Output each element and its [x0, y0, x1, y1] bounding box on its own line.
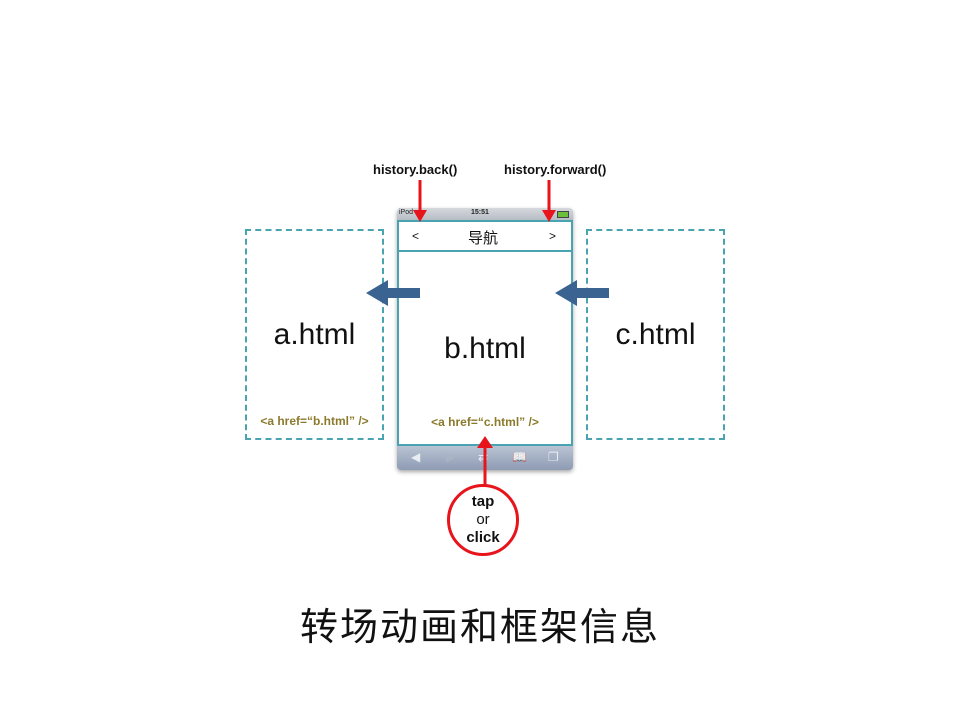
page-a-frame: [245, 229, 384, 440]
status-bar: iPod 15:51: [397, 208, 573, 220]
pages-icon[interactable]: ❐: [548, 450, 559, 464]
status-time: 15:51: [471, 209, 489, 216]
or-label: or: [476, 511, 490, 528]
tap-pointer-arrow: [477, 436, 493, 488]
history-back-label: history.back(): [373, 162, 458, 177]
history-forward-label: history.forward(): [504, 162, 607, 177]
left-arrow-icon: [366, 280, 420, 306]
nav-title: 导航: [468, 230, 499, 247]
back-arrow-icon[interactable]: ◀: [411, 450, 421, 464]
bookmarks-icon[interactable]: 📖: [512, 450, 527, 464]
slide-caption: 转场动画和框架信息: [299, 605, 660, 649]
nav-back-button[interactable]: <: [412, 229, 420, 243]
back-pointer-arrow: [413, 180, 427, 222]
forward-pointer-arrow: [542, 180, 556, 222]
battery-icon: [557, 211, 569, 218]
page-a-link: <a href=“b.html” />: [260, 414, 369, 428]
page-c-frame: [586, 229, 725, 440]
page-a-name: a.html: [273, 318, 356, 351]
tap-label: tap: [471, 493, 495, 510]
page-c-name: c.html: [615, 318, 696, 351]
nav-divider: [399, 250, 571, 252]
left-arrow-icon-right: [555, 280, 609, 306]
tap-or-click-badge: tap or click: [447, 484, 519, 556]
forward-arrow-icon[interactable]: ▶: [446, 450, 456, 464]
click-label: click: [466, 529, 500, 546]
nav-forward-button[interactable]: >: [549, 229, 557, 243]
status-carrier: iPod: [399, 209, 414, 216]
page-b-name: b.html: [444, 332, 526, 365]
page-b-link[interactable]: <a href=“c.html” />: [431, 415, 539, 429]
share-icon[interactable]: ⇄: [478, 450, 489, 464]
